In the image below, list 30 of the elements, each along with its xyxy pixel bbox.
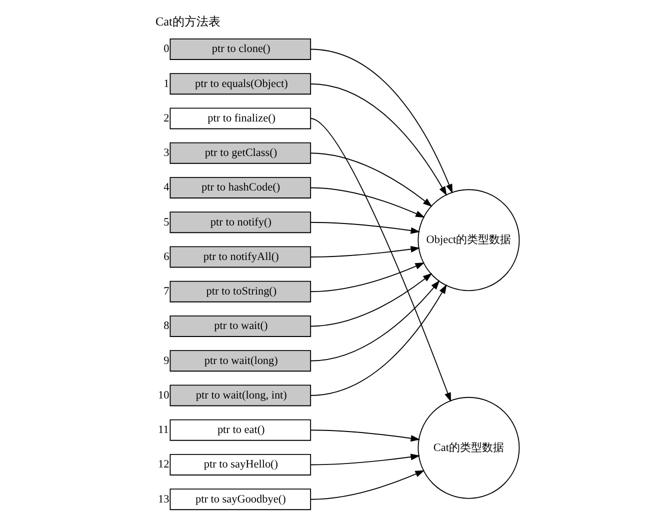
arrow <box>310 262 424 292</box>
node-label: 7 <box>163 286 169 298</box>
node-label: 12 <box>158 458 169 471</box>
arrow <box>310 280 440 362</box>
node-label: 13 <box>158 493 169 506</box>
arrow <box>310 284 446 396</box>
node-label: 1 <box>163 78 169 90</box>
node-label: 4 <box>163 182 169 194</box>
arrow <box>310 246 420 258</box>
diagram-title: Cat的方法表 <box>155 14 220 28</box>
arrow <box>310 222 420 234</box>
node-label: 6 <box>163 250 169 263</box>
arrow <box>310 152 432 207</box>
arrow <box>310 48 452 194</box>
node-label: 3 <box>163 147 169 160</box>
node-label: 9 <box>163 354 169 367</box>
arrow <box>310 187 424 218</box>
arrow <box>310 430 420 442</box>
node-label: 8 <box>163 320 169 332</box>
node-label: 11 <box>158 424 168 436</box>
node-label: 0 <box>163 43 169 56</box>
arrow <box>310 83 446 196</box>
node-label: 5 <box>163 216 169 228</box>
arrow <box>310 470 424 500</box>
arrow <box>310 454 420 466</box>
node-circle: Cat的类型数据 <box>417 396 520 499</box>
node-label: 2 <box>163 112 169 124</box>
node-label: 10 <box>158 389 169 402</box>
arrow <box>310 273 432 327</box>
arrow <box>310 118 451 402</box>
